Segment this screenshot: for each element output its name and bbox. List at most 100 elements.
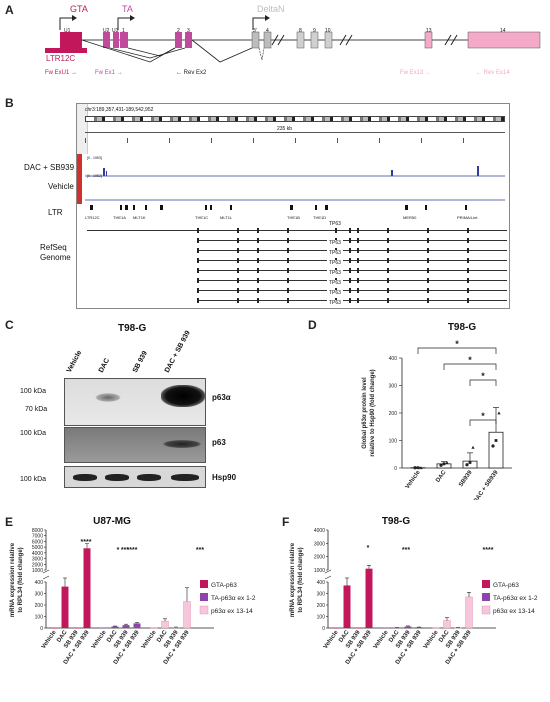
- y-tick-label: 2000: [314, 555, 325, 561]
- refseq-gene-label: TP63: [327, 240, 343, 246]
- refseq-gene-track: TP63: [87, 221, 507, 236]
- significance-bracket: [417, 347, 497, 354]
- primer-fw-ex1: Fw Ex1 →: [95, 70, 123, 76]
- deltan-promoter-label: DeltaN: [257, 4, 285, 14]
- bar: [122, 625, 130, 628]
- y-axis-label: mRNA expression relative: [10, 542, 16, 617]
- y-axis-label: to RPL34 (fold change): [18, 547, 24, 612]
- exon-label: 9: [313, 28, 316, 34]
- bar: [61, 586, 69, 628]
- exon-label: U2: [103, 28, 110, 34]
- track-color-bar: [77, 154, 82, 204]
- significance-mark: *: [117, 547, 120, 554]
- data-point: [439, 463, 443, 467]
- legend-label: TA-p63α ex 1-2: [493, 595, 538, 602]
- y-tick-label: 100: [317, 615, 326, 621]
- x-tick-label: Vehicle: [405, 469, 422, 490]
- marker-70: 70 kDa: [25, 406, 48, 413]
- exon-label: 14: [500, 28, 506, 34]
- refseq-gene-label: TP63: [327, 250, 343, 256]
- band-label-p63: p63: [212, 438, 226, 447]
- x-tick-label: Vehicle: [91, 629, 108, 650]
- data-point: [419, 466, 423, 470]
- lane-labels: Vehicle DAC SB 939 DAC + SB 939: [66, 330, 202, 379]
- y-axis-label: Global p63α protein level: [362, 377, 368, 449]
- x-tick-label: SB939: [458, 469, 474, 488]
- y-tick-label: 6000: [32, 539, 43, 545]
- y-tick-label: 2000: [32, 562, 43, 568]
- y-tick-label: 0: [394, 466, 397, 472]
- refseq-gene-track: TP63: [87, 286, 507, 296]
- bar: [83, 548, 91, 628]
- track-label-dac-sb: DAC + SB939: [24, 163, 75, 172]
- marker-100a: 100 kDa: [20, 388, 47, 395]
- panel-label-c: C: [5, 318, 14, 332]
- gta-promoter-label: GTA: [70, 4, 88, 14]
- y-axis-label: relative to Hsp90 (fold change): [370, 369, 376, 456]
- ltr12c-box: [45, 48, 87, 53]
- x-tick-label: DAC + SB939: [473, 469, 500, 500]
- signal-tracks: [85, 166, 505, 201]
- bar: [183, 601, 191, 629]
- legend-swatch: [482, 593, 490, 601]
- data-point: [497, 411, 501, 415]
- x-tick-label: Vehicle: [323, 629, 340, 650]
- y-tick-label: 3000: [314, 541, 325, 547]
- track-label-ltr: LTR: [48, 208, 63, 217]
- ta-promoter-label: TA: [122, 4, 133, 14]
- band-label-hsp90: Hsp90: [212, 473, 237, 482]
- axis-break: [42, 569, 50, 574]
- y-tick-label: 400: [389, 356, 398, 362]
- significance-mark: ****: [483, 547, 494, 554]
- exon-label: 3: [187, 28, 190, 34]
- y-tick-label: 0: [40, 626, 43, 632]
- bar: [72, 627, 80, 629]
- primer-fw-exu1: Fw ExU1 →: [45, 70, 78, 76]
- y-axis-label: to RPL34 (fold change): [298, 547, 304, 612]
- exon-label: 13: [426, 28, 432, 34]
- lane-label: Vehicle: [65, 349, 84, 374]
- refseq-gene-label: TP63: [327, 260, 343, 266]
- x-tick-label: Vehicle: [141, 629, 158, 650]
- significance-bracket: [443, 363, 497, 370]
- y-tick-label: 3000: [32, 557, 43, 563]
- panel-label-d: D: [308, 318, 317, 332]
- bar: [133, 623, 141, 628]
- y-tick-label: 1000: [32, 568, 43, 574]
- y-tick-label: 4000: [314, 528, 325, 534]
- legend-label: GTA-p63: [211, 582, 237, 589]
- panel-label-a: A: [5, 3, 14, 17]
- refseq-gene-label: TP63: [327, 290, 343, 296]
- legend-swatch: [200, 580, 208, 588]
- marker-100c: 100 kDa: [20, 476, 47, 483]
- bar: [365, 568, 373, 628]
- chart-title: T98-G: [448, 322, 477, 333]
- chromosome-ideogram: [85, 116, 505, 122]
- primer-rev-ex14: ← Rev Ex14: [476, 70, 510, 76]
- significance-mark: ***: [196, 547, 204, 554]
- marker-100b: 100 kDa: [20, 430, 47, 437]
- bar: [172, 627, 180, 629]
- exon-label: 1: [122, 28, 125, 34]
- bar: [465, 596, 473, 629]
- significance-bracket: [469, 419, 497, 426]
- bar: [393, 627, 401, 629]
- chart-title: U87-MG: [93, 516, 131, 527]
- bar: [50, 627, 58, 629]
- x-tick-label: DAC: [435, 469, 448, 484]
- bar: [111, 626, 119, 628]
- span-label: 235 kb: [277, 126, 293, 132]
- significance-mark: ***: [402, 547, 410, 554]
- scale-label: [0 - 1953]: [87, 156, 102, 160]
- bar: [432, 627, 440, 629]
- bar: [354, 627, 362, 629]
- refseq-gene-track: TP63: [87, 266, 507, 276]
- exon-label: 8: [299, 28, 302, 34]
- bar: [404, 626, 412, 628]
- data-point: [413, 466, 417, 470]
- blot-title: T98-G: [118, 323, 147, 334]
- y-tick-label: 4000: [32, 551, 43, 557]
- blot-p63a: [64, 378, 206, 426]
- data-point: [416, 466, 420, 470]
